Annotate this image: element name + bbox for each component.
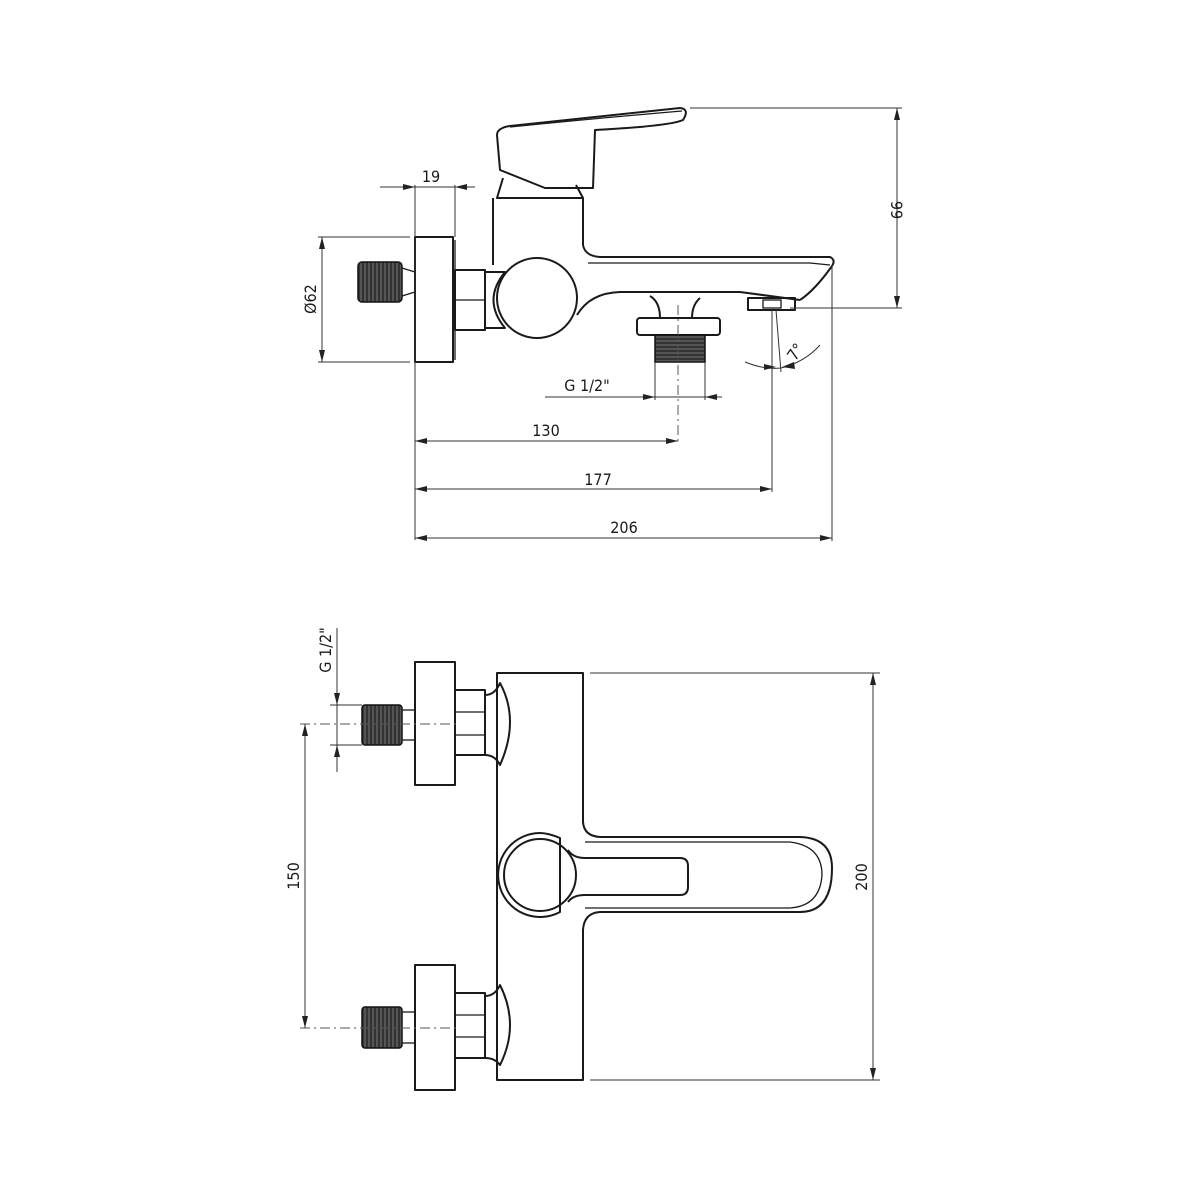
dim-overall-length: 206 (610, 518, 637, 537)
inlet-thread (357, 261, 403, 303)
handle-circle (503, 838, 577, 912)
dim-inlet-spacing: 150 (284, 862, 303, 889)
dim-spout-angle: 7° (783, 340, 808, 364)
handle-slot (567, 849, 689, 903)
dim-height: 99 (887, 201, 906, 219)
outlet-thread (654, 334, 706, 363)
lever-handle (496, 107, 687, 189)
front-view: G 1/2" 150 200 (284, 627, 880, 1091)
mixer-body (496, 672, 833, 1081)
dim-rosette-depth: 19 (422, 167, 440, 186)
dim-spout-outlet-distance: 177 (584, 470, 611, 489)
diverter-knob (496, 257, 578, 339)
faucet-front-outline (361, 661, 833, 1091)
side-view: 19 Ø62 99 G 1/2" 130 177 206 7° (301, 107, 906, 541)
dim-rosette-diameter: Ø62 (301, 284, 320, 314)
dim-outlet-thread: G 1/2" (564, 376, 610, 395)
front-dimension-lines (300, 628, 880, 1081)
dim-inlet-thread: G 1/2" (316, 627, 335, 673)
wall-rosette (414, 236, 454, 363)
side-dimension-lines (318, 107, 902, 541)
faucet-side-outline (357, 107, 835, 363)
dim-outlet-distance: 130 (532, 421, 559, 440)
dim-body-height: 200 (852, 863, 871, 890)
